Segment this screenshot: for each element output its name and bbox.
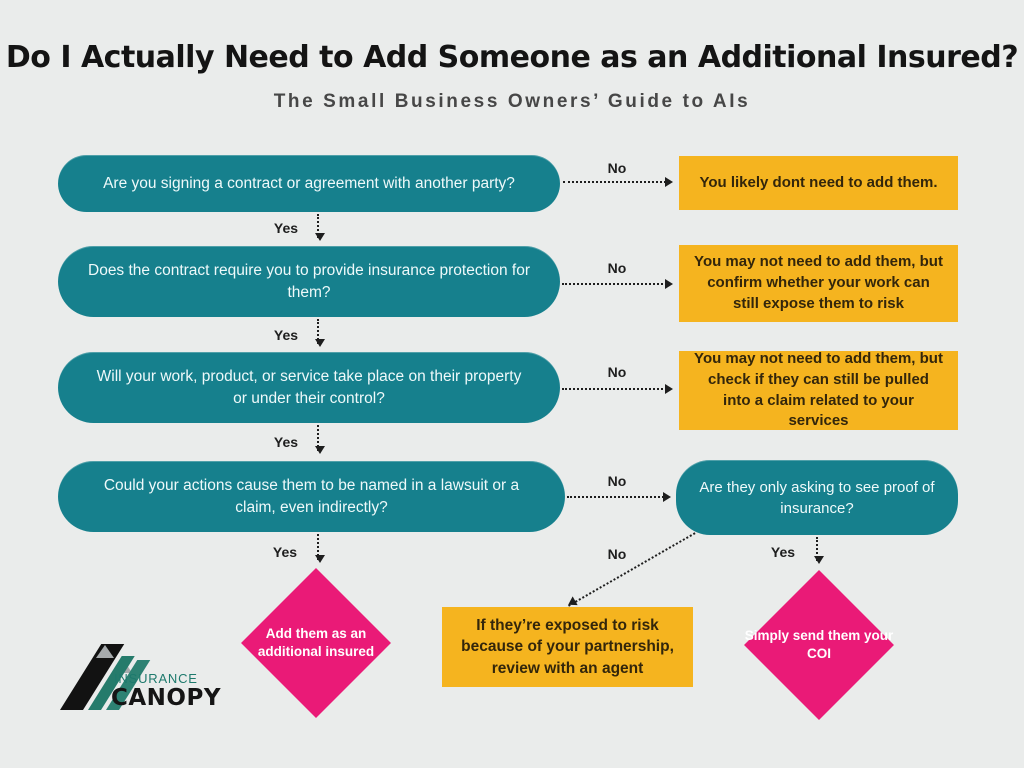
arrow-no-row1-icon <box>563 177 673 187</box>
logo-text-insurance: INSURANCE <box>114 671 198 686</box>
logo-triangle-gray-icon <box>96 645 114 658</box>
label-yes-row2: Yes <box>273 327 299 343</box>
question-contract-requires-insurance: Does the contract require you to provide… <box>58 246 560 317</box>
arrowhead-down-icon <box>315 555 325 568</box>
question-named-in-lawsuit: Could your actions cause them to be name… <box>58 461 565 532</box>
insurance-canopy-logo: INSURANCE CANOPY <box>56 636 226 720</box>
arrow-yes-row1-icon <box>315 214 325 241</box>
arrow-yes-row2-icon <box>315 319 325 347</box>
outcome-review-with-agent: If they’re exposed to risk because of yo… <box>442 607 693 687</box>
question-signing-contract: Are you signing a contract or agreement … <box>58 155 560 212</box>
arrow-no-row2-icon <box>562 279 673 289</box>
arrowhead-down-icon <box>315 339 325 352</box>
arrowhead-down-icon <box>814 556 824 569</box>
arrowhead-right-icon <box>665 177 678 187</box>
label-no-diagonal: No <box>607 546 627 562</box>
label-no-row1: No <box>607 160 627 176</box>
label-no-row3: No <box>607 364 627 380</box>
action-send-coi-label: Simply send them your COI <box>744 627 894 661</box>
arrowhead-down-icon <box>315 446 325 459</box>
outcome-check-claim-pull-in: You may not need to add them, but check … <box>679 350 958 430</box>
question-work-on-their-property: Will your work, product, or service take… <box>58 352 560 423</box>
arrow-no-diagonal-icon <box>568 532 696 607</box>
logo-text-canopy: CANOPY <box>111 685 221 711</box>
label-no-row4: No <box>607 473 627 489</box>
arrow-yes-row3-icon <box>315 425 325 454</box>
action-add-additional-insured-label: Add them as an additional insured <box>257 625 375 659</box>
arrowhead-down-icon <box>315 233 325 246</box>
action-add-additional-insured-diamond: Add them as an additional insured <box>241 568 391 718</box>
arrowhead-right-icon <box>663 492 676 502</box>
arrow-no-row3-icon <box>562 384 673 394</box>
label-no-row2: No <box>607 260 627 276</box>
page-subtitle: The Small Business Owners’ Guide to AIs <box>273 91 751 112</box>
outcome-likely-dont-need: You likely dont need to add them. <box>679 156 958 210</box>
arrow-yes-row4-icon <box>315 534 325 563</box>
arrowhead-right-icon <box>665 384 678 394</box>
arrow-no-row4-icon <box>567 492 671 502</box>
arrow-yes-right-icon <box>814 537 824 564</box>
action-send-coi-diamond: Simply send them your COI <box>744 570 894 720</box>
arrowhead-right-icon <box>665 279 678 289</box>
question-only-proof-of-insurance: Are they only asking to see proof of ins… <box>676 460 958 535</box>
label-yes-row3: Yes <box>273 434 299 450</box>
label-yes-row4: Yes <box>272 544 298 560</box>
outcome-confirm-exposure: You may not need to add them, but confir… <box>679 245 958 322</box>
label-yes-row1: Yes <box>273 220 299 236</box>
page-title: Do I Actually Need to Add Someone as an … <box>5 40 1019 75</box>
label-yes-right: Yes <box>770 544 796 560</box>
